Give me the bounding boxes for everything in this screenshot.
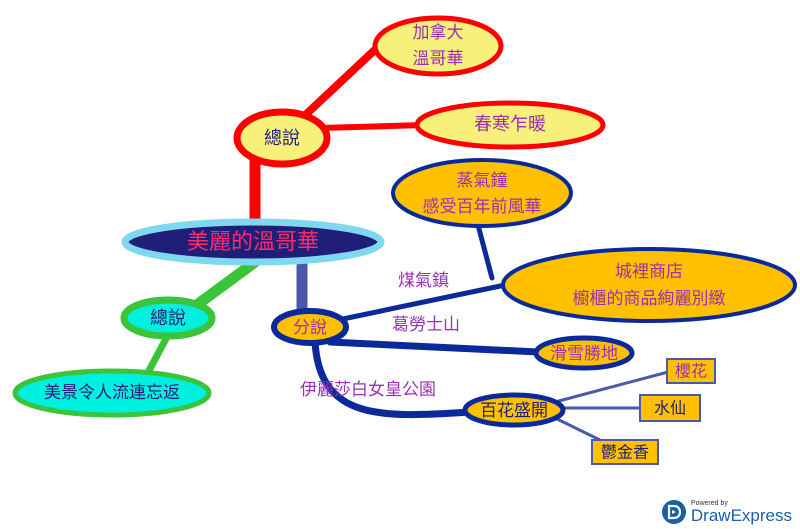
- node-narcissus-label: 水仙: [654, 399, 686, 418]
- node-shops-line2: 櫥櫃的商品絢麗別緻: [573, 289, 726, 309]
- node-overview-top[interactable]: 總說: [233, 108, 331, 168]
- edge-label-grouse: 葛勞士山: [392, 315, 460, 335]
- node-steam-line2: 感受百年前風華: [423, 197, 542, 217]
- node-overview-left[interactable]: 總說: [120, 296, 216, 340]
- node-flowers[interactable]: 百花盛開: [462, 392, 566, 428]
- edge-overview-canada: [296, 41, 384, 124]
- node-shops-line1: 城裡商店: [615, 262, 683, 282]
- edge-flowers-cherry: [554, 370, 669, 404]
- node-cherry[interactable]: 櫻花: [666, 358, 716, 384]
- node-detail-label: 分說: [293, 318, 327, 338]
- node-tulip[interactable]: 鬱金香: [591, 439, 659, 465]
- node-canada-line1: 加拿大: [413, 22, 464, 43]
- node-steam-line1: 蒸氣鐘: [457, 171, 508, 191]
- edge-detail-flowers: [311, 338, 474, 419]
- edge-overview-spring: [317, 122, 428, 131]
- steel-connectors: [554, 370, 669, 442]
- node-canada[interactable]: 加拿大 溫哥華: [372, 15, 504, 77]
- node-flowers-label: 百花盛開: [480, 401, 548, 421]
- node-ski-label: 滑雪勝地: [550, 344, 618, 364]
- edge-detail-ski: [326, 338, 542, 356]
- powered-by-text: Powered by: [690, 500, 728, 507]
- node-overview-left-label: 總說: [150, 308, 186, 329]
- node-spring[interactable]: 春寒乍暖: [414, 100, 606, 150]
- edge-label-gastown: 煤氣鎮: [398, 271, 449, 291]
- node-ski[interactable]: 滑雪勝地: [533, 335, 635, 371]
- edge-root-overview-left: [184, 256, 261, 316]
- node-steam-clock[interactable]: 蒸氣鐘 感受百年前風華: [391, 158, 573, 228]
- drawexpress-logo-icon: [661, 500, 686, 524]
- edge-shop-steam: [475, 222, 495, 281]
- branding: Powered by DrawExpress: [661, 499, 792, 525]
- node-scenery-label: 美景令人流連忘返: [44, 383, 180, 403]
- node-canada-line2: 溫哥華: [413, 49, 464, 69]
- node-spring-label: 春寒乍暖: [474, 114, 546, 135]
- node-detail[interactable]: 分說: [271, 308, 349, 346]
- node-root[interactable]: 美麗的溫哥華: [121, 218, 385, 266]
- node-overview-top-label: 總說: [264, 128, 300, 149]
- navy-connectors: [311, 222, 542, 419]
- edge-flowers-tulip: [554, 416, 601, 442]
- edge-label-queen-park: 伊麗莎白女皇公園: [300, 380, 436, 400]
- node-tulip-label: 鬱金香: [601, 443, 649, 462]
- node-cherry-label: 櫻花: [675, 362, 707, 381]
- node-scenery[interactable]: 美景令人流連忘返: [12, 368, 212, 418]
- node-narcissus[interactable]: 水仙: [639, 394, 701, 422]
- node-shops[interactable]: 城裡商店 櫥櫃的商品絢麗別緻: [501, 247, 797, 323]
- edge-detail-shop: [335, 282, 508, 323]
- brand-name: DrawExpress: [690, 506, 792, 525]
- node-root-label: 美麗的溫哥華: [187, 230, 319, 255]
